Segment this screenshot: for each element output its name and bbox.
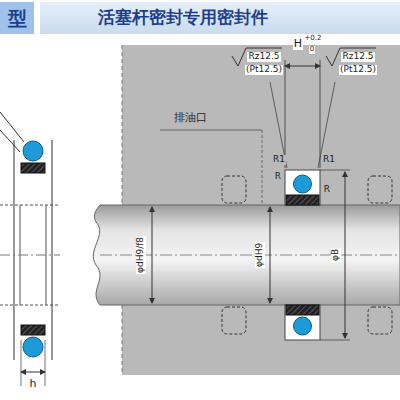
type-tab: 型 <box>8 8 27 29</box>
radius-label: R <box>274 172 282 182</box>
radius-label: R1 <box>272 155 286 165</box>
roughness-label: (Pt12.5) <box>339 65 377 75</box>
roughness-label: (Pt12.5) <box>245 65 283 75</box>
port-label: 排油口 <box>173 112 208 124</box>
dimension-label: φdH9 <box>255 242 265 268</box>
tolerance-label: 0 <box>309 46 315 54</box>
dimension-label: H <box>293 38 303 50</box>
roughness-label: Rz12.5 <box>341 52 374 62</box>
roughness-label: Rz12.5 <box>247 52 280 62</box>
dimension-label: φB <box>331 248 341 262</box>
tolerance-label: +0.2 <box>304 35 323 43</box>
radius-label: R1 <box>322 155 336 165</box>
dimension-label: φdH9/f8 <box>136 236 146 274</box>
radius-label: R <box>323 185 331 195</box>
title: 活塞杆密封专用密封件 <box>98 7 268 27</box>
dimension-label: h <box>29 378 38 390</box>
